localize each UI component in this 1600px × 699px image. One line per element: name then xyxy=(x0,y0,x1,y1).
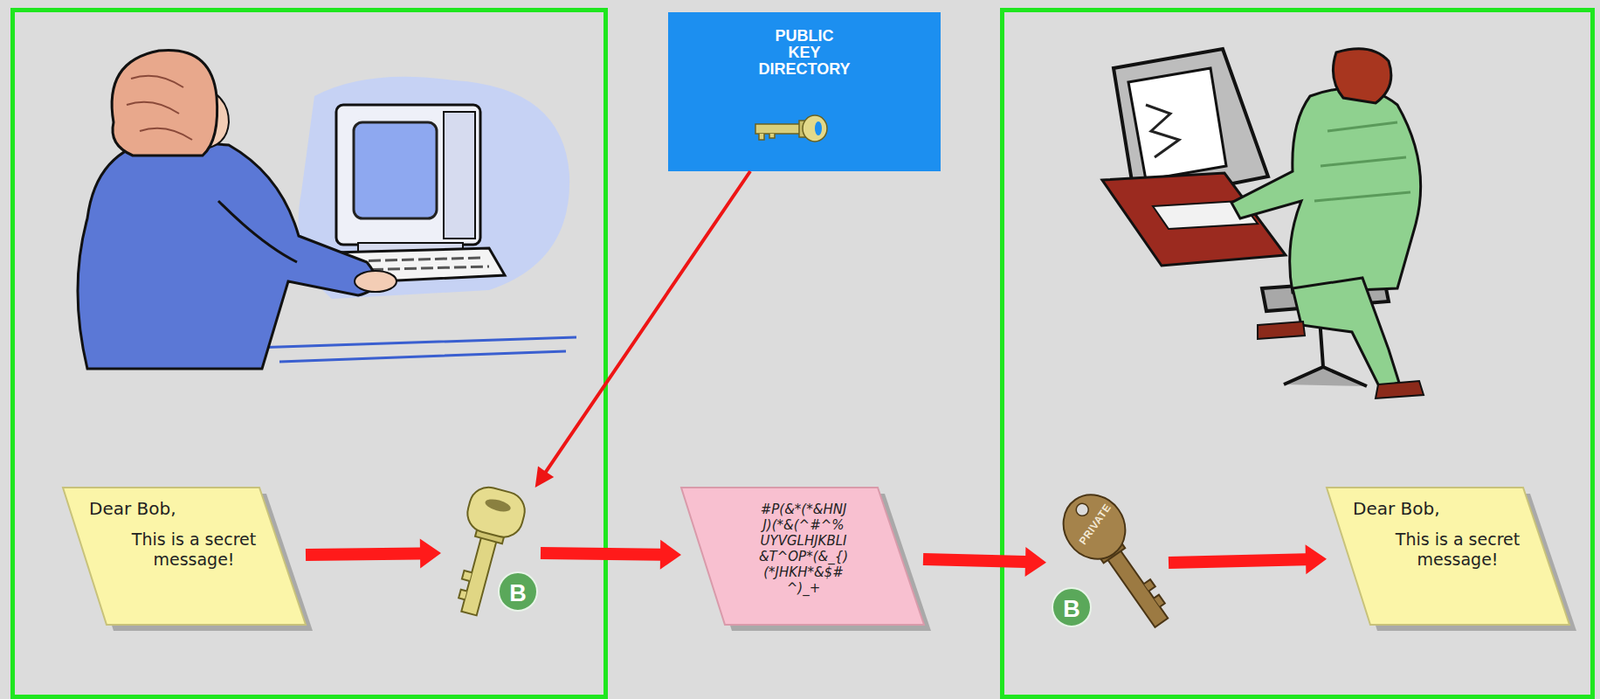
man-body xyxy=(1231,88,1421,293)
plaintext-note: Dear Bob, This is a secret message! xyxy=(1326,487,1570,625)
public-key-directory-shape-part-part xyxy=(814,121,822,136)
directory-label: PUBLIC KEY DIRECTORY xyxy=(668,27,941,78)
woman-arm-line xyxy=(218,200,297,263)
private-key-shape-part-part xyxy=(1050,482,1138,571)
note-body: This is a secret message! xyxy=(118,529,269,570)
sender-illustration xyxy=(77,49,577,369)
plaintext-note: Dear Bob, This is a secret message! xyxy=(62,487,306,625)
key-badge: B xyxy=(497,571,538,612)
receiver-illustration xyxy=(1102,48,1424,399)
man-legs xyxy=(1292,277,1400,388)
flow-arrow xyxy=(540,539,682,570)
key-badge: B xyxy=(1051,586,1092,628)
note-greeting: Dear Bob, xyxy=(1352,497,1493,519)
public-key-directory-shape-part-part xyxy=(758,133,775,140)
public-key-directory-shape-part xyxy=(668,12,941,172)
flow-arrow xyxy=(1168,544,1327,574)
woman-hand xyxy=(354,270,397,292)
monitor xyxy=(336,104,481,245)
public-key-shape-part-part xyxy=(483,496,512,514)
public-key-directory: PUBLIC KEY DIRECTORY xyxy=(668,12,941,172)
monitor-side xyxy=(443,111,476,239)
flow-arrow xyxy=(923,546,1047,577)
man-shoes xyxy=(1257,321,1424,399)
private-key-shape-part-part xyxy=(1105,547,1168,628)
public-key-directory-shape-part-part xyxy=(802,115,828,142)
private-key: PRIVATEB xyxy=(1046,489,1169,638)
screen-jag xyxy=(1145,104,1180,158)
monitor-screen xyxy=(353,122,437,219)
key-lookup-arrow xyxy=(535,170,752,488)
ciphertext: #P(&*(*&HNJ J)(*&(^#^% UYVGLHJKBLI &T^OP… xyxy=(716,501,891,596)
monitor-screen xyxy=(1128,68,1227,180)
ciphertext-note: #P(&*(*&HNJ J)(*&(^#^% UYVGLHJKBLI &T^OP… xyxy=(681,487,924,625)
note-body: This is a secret message! xyxy=(1382,529,1533,570)
public-key-shape-part-part xyxy=(462,482,529,542)
public-key: B xyxy=(441,487,541,618)
private-key-shape-part-part xyxy=(1073,501,1090,518)
plaintext-note-shape-part xyxy=(62,487,306,625)
woman-hair xyxy=(111,49,218,156)
public-key-shape-part-part xyxy=(456,570,472,600)
public-key-directory-shape-part xyxy=(755,115,828,142)
plaintext-note-shape-part xyxy=(1326,487,1570,625)
man-stripes xyxy=(1314,122,1411,201)
ciphertext-note-shape-part xyxy=(681,487,925,625)
desk xyxy=(1102,172,1286,266)
hair-lines xyxy=(126,75,193,140)
note-greeting: Dear Bob, xyxy=(89,497,229,519)
private-key-shape-part-part xyxy=(1144,579,1167,607)
woman-body xyxy=(77,139,376,369)
flow-arrow xyxy=(305,537,442,568)
man-head xyxy=(1332,48,1391,104)
public-key-directory-shape-part-part xyxy=(755,124,801,134)
desk-line xyxy=(253,337,577,362)
private-key-shape-part xyxy=(1050,482,1186,640)
